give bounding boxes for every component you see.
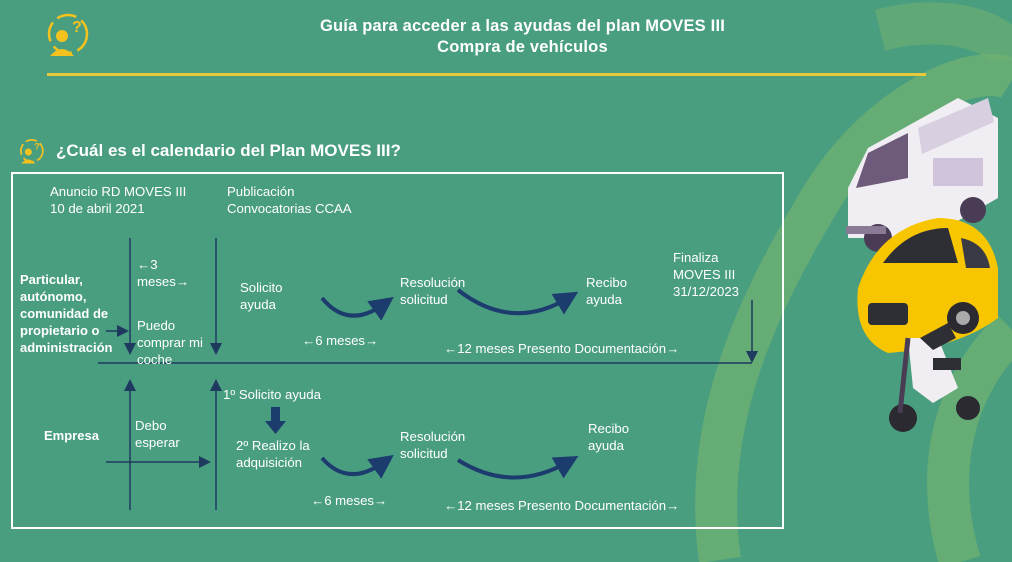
scooter-icon	[889, 323, 980, 432]
buy-car-label: Puedo comprar mi coche	[137, 318, 203, 367]
three-months-label: ←3 meses→	[137, 257, 190, 289]
svg-text:?: ?	[34, 142, 40, 152]
six-months-label: ←6 meses→	[302, 333, 379, 348]
vehicles-illustration	[846, 98, 998, 432]
wait-label: Debo esperar	[135, 418, 180, 450]
svg-text:?: ?	[72, 19, 82, 36]
step-down-arrow	[265, 407, 286, 434]
curve-arrow-3	[320, 454, 394, 479]
empresa-twelve-months-label: ←12 meses Presento Documentación→	[444, 498, 680, 513]
resolution-label: Resolución solicitud	[400, 275, 466, 307]
empresa-receive-aid-label: Recibo ayuda	[588, 421, 630, 453]
step2-label: 2º Realizo la adquisición	[236, 438, 310, 470]
empresa-resolution-label: Resolución solicitud	[400, 429, 466, 461]
finish-label: Finaliza MOVES III 31/12/2023	[673, 250, 740, 299]
help-person-icon: ?	[44, 12, 96, 60]
curve-arrow-2	[456, 288, 579, 316]
twelve-months-label: ←12 meses Presento Documentación→	[444, 341, 680, 356]
car-icon	[857, 218, 998, 353]
header-divider	[47, 73, 926, 76]
empresa-label: Empresa	[44, 428, 99, 443]
page-title: Guía para acceder a las ayudas del plan …	[319, 17, 726, 56]
publish-label: Publicación Convocatorias CCAA	[227, 184, 352, 216]
particular-label: Particular, autónomo, comunidad de propi…	[20, 272, 113, 355]
section-title: ¿Cuál es el calendario del Plan MOVES II…	[56, 141, 401, 160]
announce-label: Anuncio RD MOVES III 10 de abril 2021	[50, 184, 187, 216]
step1-label: 1º Solicito ayuda	[223, 387, 321, 402]
curve-arrow-1	[320, 296, 394, 321]
curve-arrow-4	[456, 456, 579, 480]
calendar-panel	[11, 172, 784, 529]
help-person-icon: ?	[18, 138, 48, 166]
request-aid-label: Solicito ayuda	[240, 280, 283, 312]
receive-aid-label: Recibo ayuda	[586, 275, 628, 307]
empresa-six-months-label: ←6 meses→	[311, 493, 388, 508]
